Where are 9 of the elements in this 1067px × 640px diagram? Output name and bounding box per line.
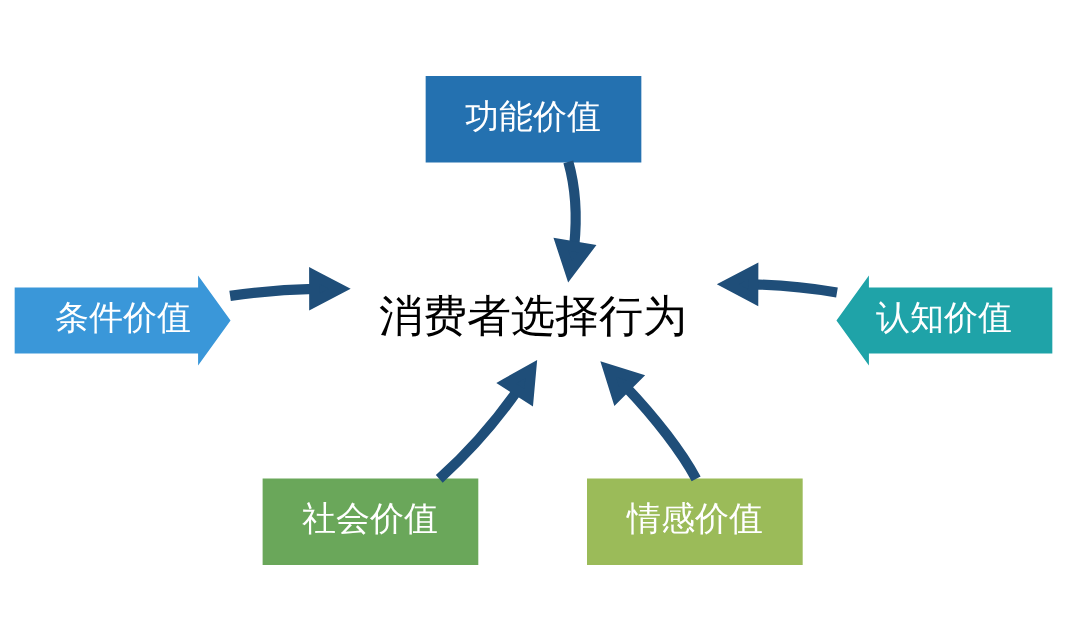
node-text: 消费者选择行为 [379, 291, 688, 341]
node-box: 功能价值 [425, 75, 642, 163]
node-box: 社会价值 [262, 477, 479, 565]
arrow [600, 360, 701, 481]
arrow [229, 266, 351, 311]
arrow [553, 160, 597, 282]
arrow [716, 262, 838, 306]
arrow [435, 359, 538, 483]
node-box: 情感价值 [587, 477, 803, 565]
